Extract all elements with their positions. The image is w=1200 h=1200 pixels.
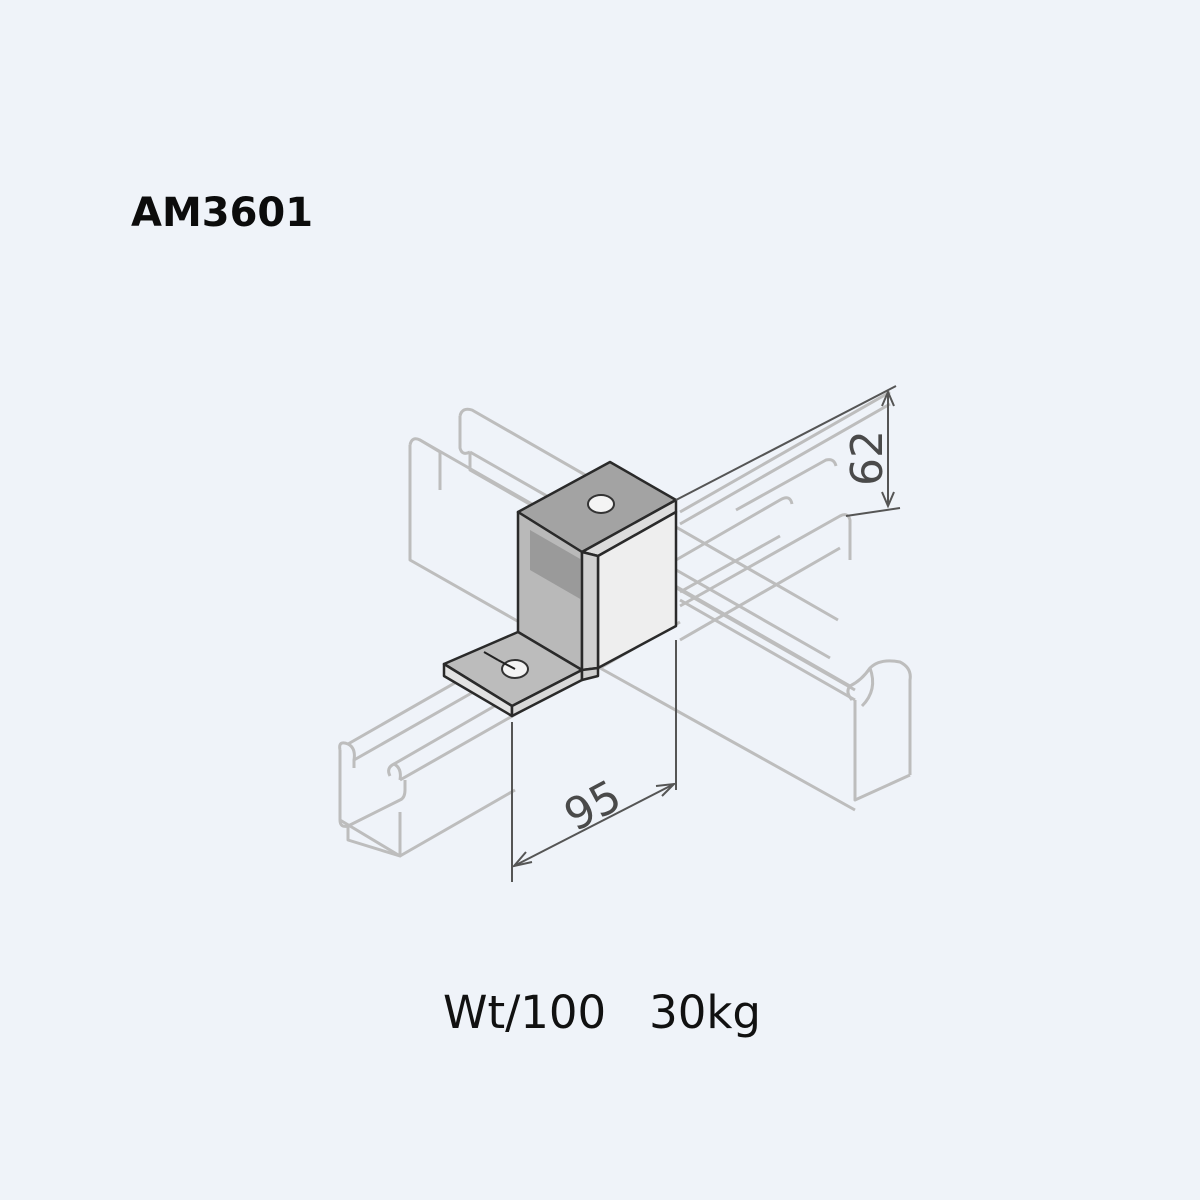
weight-per-hundred: Wt/100 30kg [443, 986, 761, 1039]
part-code-title: AM3601 [131, 190, 314, 236]
bracket-upright-shade [530, 530, 582, 600]
dimension-width [511, 640, 677, 882]
top-hole [587, 494, 615, 514]
dimension-height-label: 62 [842, 430, 893, 486]
offset-bracket [442, 460, 678, 718]
dimension-height [675, 385, 901, 517]
dimension-width-label: 95 [556, 770, 629, 841]
